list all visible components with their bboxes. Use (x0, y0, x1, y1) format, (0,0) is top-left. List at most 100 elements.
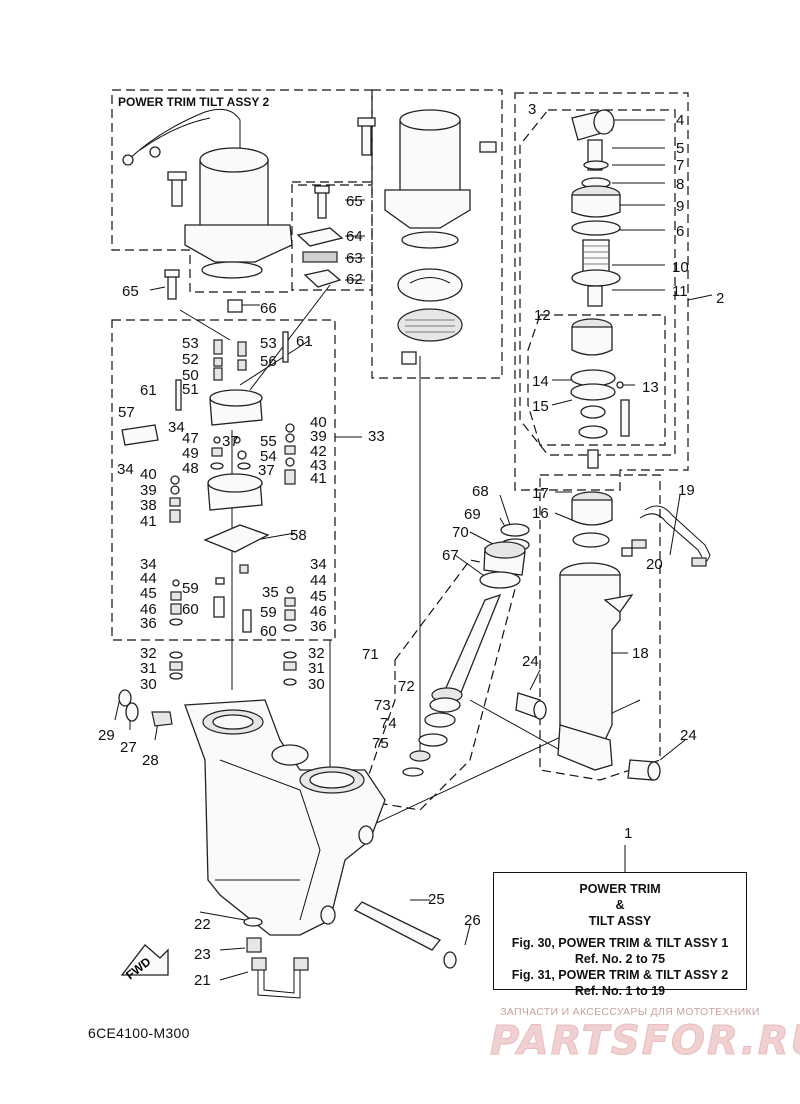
callout-45-right: 45 (310, 588, 327, 605)
callout-37-a: 37 (222, 433, 239, 450)
callout-63: 63 (346, 250, 363, 267)
callout-61-right: 61 (296, 333, 313, 350)
callout-17: 17 (532, 485, 549, 502)
callout-7: 7 (676, 157, 684, 174)
callout-19: 19 (678, 482, 695, 499)
ref-line-3: TILT ASSY (588, 914, 652, 928)
callout-64: 64 (346, 228, 363, 245)
callout-30-right: 30 (308, 676, 325, 693)
callout-53-left: 53 (182, 335, 199, 352)
callout-26: 26 (464, 912, 481, 929)
callout-23: 23 (194, 946, 211, 963)
callout-55: 55 (260, 433, 277, 450)
callout-34-d: 34 (310, 556, 327, 573)
callout-11: 11 (672, 283, 688, 300)
callout-39-right: 39 (310, 428, 327, 445)
callout-40-left: 40 (140, 466, 157, 483)
callout-34-a: 34 (168, 419, 185, 436)
callout-28: 28 (142, 752, 159, 769)
bracket-housing (118, 689, 457, 969)
callout-57: 57 (118, 404, 135, 421)
callout-34-b: 34 (117, 461, 134, 478)
callout-46-right: 46 (310, 603, 327, 620)
fittings-21-23 (120, 917, 309, 999)
tilt-cylinder (515, 109, 711, 781)
ref-line-1: POWER TRIM (579, 882, 661, 896)
callout-72: 72 (398, 678, 415, 695)
callout-65-left: 65 (122, 283, 139, 300)
callout-13: 13 (642, 379, 659, 396)
callout-73: 73 (374, 697, 391, 714)
callout-41-left: 41 (140, 513, 157, 530)
callout-35: 35 (262, 584, 279, 601)
callout-46-left: 46 (140, 601, 157, 618)
callout-50: 50 (182, 367, 199, 384)
small-parts-62-66 (164, 185, 344, 313)
callout-25: 25 (428, 891, 445, 908)
callout-74: 74 (380, 715, 397, 732)
callout-65-right: 65 (346, 193, 363, 210)
callout-31-right: 31 (308, 660, 325, 677)
callout-5: 5 (676, 140, 684, 157)
watermark-logo: PARTSFOR.RU (489, 1018, 800, 1065)
callout-54: 54 (260, 448, 277, 465)
group-outlines (111, 89, 689, 811)
callout-18: 18 (632, 645, 649, 662)
reference-box: POWER TRIM & TILT ASSY Fig. 30, POWER TR… (493, 872, 747, 998)
callout-31-left: 31 (140, 660, 157, 677)
fwd-arrow-icon (120, 944, 169, 976)
callout-59-left: 59 (182, 580, 199, 597)
callouts: 1 2 3 4 5 6 7 8 9 10 11 12 13 14 15 16 1… (98, 101, 724, 989)
callout-10: 10 (672, 259, 689, 276)
callout-59-right: 59 (260, 604, 277, 621)
ref-line-5: Ref. No. 2 to 75 (574, 952, 666, 966)
callout-3: 3 (528, 101, 536, 118)
callout-45-left: 45 (140, 585, 157, 602)
callout-21: 21 (194, 972, 211, 989)
callout-22: 22 (194, 916, 211, 933)
callout-37-b: 37 (258, 462, 275, 479)
callout-14: 14 (532, 373, 549, 390)
callout-30-left: 30 (140, 676, 157, 693)
motor-assembly (122, 108, 497, 365)
callout-39-left: 39 (140, 482, 157, 499)
callout-24-upper: 24 (522, 653, 539, 670)
callout-42: 42 (310, 443, 327, 460)
callout-44-right: 44 (310, 572, 327, 589)
callout-40-right: 40 (310, 414, 327, 431)
callout-15: 15 (532, 398, 549, 415)
callout-2: 2 (716, 290, 724, 307)
callout-66: 66 (260, 300, 277, 317)
callout-36-right: 36 (310, 618, 327, 635)
callout-41-right: 41 (310, 470, 327, 487)
callout-20: 20 (646, 556, 663, 573)
callout-47: 47 (182, 430, 199, 447)
callout-4: 4 (676, 112, 684, 129)
callout-32-left: 32 (140, 645, 157, 662)
callout-29: 29 (98, 727, 115, 744)
callout-75: 75 (372, 735, 389, 752)
callout-52: 52 (182, 351, 199, 368)
callout-6: 6 (676, 223, 684, 240)
callout-34-c: 34 (140, 556, 157, 573)
callout-53-right: 53 (260, 335, 277, 352)
callout-58: 58 (290, 527, 307, 544)
callout-68: 68 (472, 483, 489, 500)
callout-70: 70 (452, 524, 469, 541)
callout-67: 67 (442, 547, 459, 564)
callout-48: 48 (182, 460, 199, 477)
trim-ram (402, 523, 530, 777)
callout-32-right: 32 (308, 645, 325, 662)
callout-69: 69 (464, 506, 481, 523)
ref-line-4: Fig. 30, POWER TRIM & TILT ASSY 1 (511, 936, 729, 950)
callout-61-left: 61 (140, 382, 157, 399)
callout-1: 1 (624, 825, 632, 842)
callout-38: 38 (140, 497, 157, 514)
watermark-caption: ЗАПЧАСТИ И АКСЕССУАРЫ ДЛЯ МОТОТЕХНИКИ (500, 1006, 760, 1018)
callout-9: 9 (676, 198, 684, 215)
callout-71: 71 (362, 646, 379, 663)
callout-49: 49 (182, 445, 199, 462)
valve-body-group (121, 331, 297, 686)
callout-36-left: 36 (140, 615, 157, 632)
